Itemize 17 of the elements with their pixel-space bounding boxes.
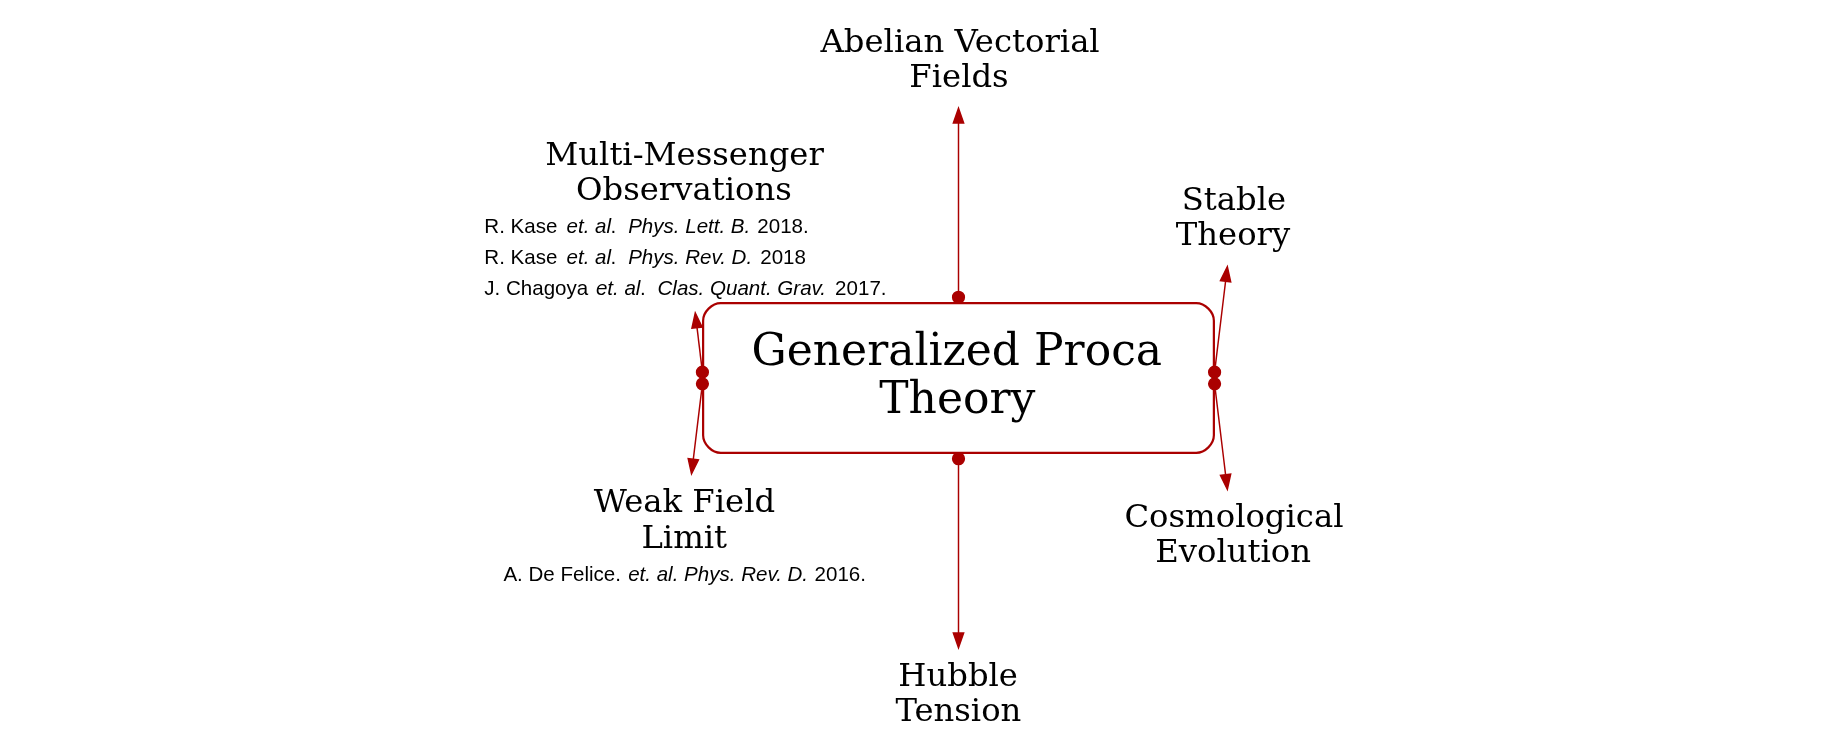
arrow xyxy=(951,452,966,650)
arrow xyxy=(951,106,966,304)
node-label: A. De Felice. et. al. Phys. Rev. D. 2016. xyxy=(503,561,866,585)
node-text: Stable Theory xyxy=(1175,180,1291,254)
arrow xyxy=(1207,264,1232,379)
node-label: R. Kase et. al. Phys. Rev. D. 2018 xyxy=(484,244,806,268)
node-text: Weak Field Limit xyxy=(593,482,776,556)
node-text: Cosmological Evolution xyxy=(1124,497,1344,571)
node-text: Hubble Tension xyxy=(895,655,1022,729)
node-text: Abelian Vectorial Fields xyxy=(820,21,1100,95)
arrow xyxy=(691,310,710,379)
node-label: J. Chagoya et. al. Clas. Quant. Grav. 2017. xyxy=(484,275,887,299)
node-label: R. Kase et. al. Phys. Lett. B. 2018. xyxy=(484,213,809,237)
node-text: Multi-Messenger Observations xyxy=(545,134,824,208)
node-box: Generalized Proca Theory xyxy=(702,302,1215,454)
arrow xyxy=(687,377,710,477)
arrow xyxy=(1207,377,1232,492)
